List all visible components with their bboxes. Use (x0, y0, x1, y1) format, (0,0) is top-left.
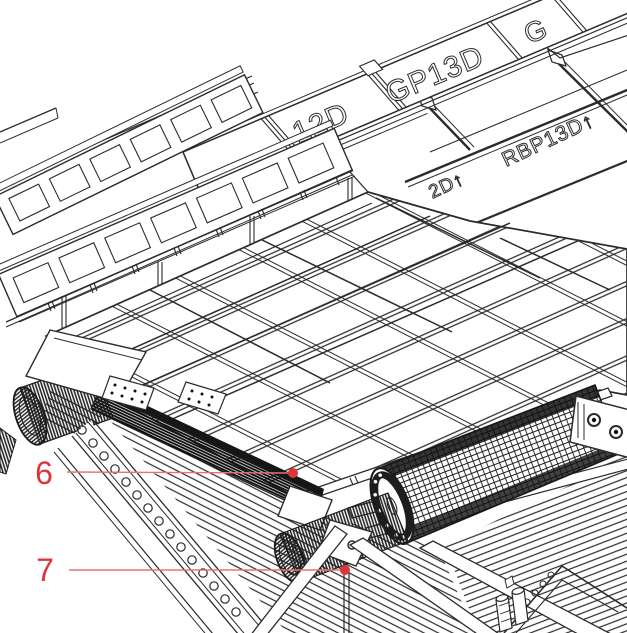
mesh-drum (369, 383, 623, 545)
panel-label-rbp13d: RBP13D↑ (498, 109, 598, 172)
chain-links (77, 425, 241, 617)
callout-6-dot (288, 468, 298, 478)
auger-beam-top (99, 384, 324, 497)
bearing-block (569, 395, 627, 458)
perforated-plate-2 (177, 381, 227, 415)
upper-truss-band (0, 65, 264, 236)
undercarriage (0, 329, 627, 633)
floor-hatch-right (445, 458, 627, 633)
callout-7-dot (340, 565, 350, 575)
callout-6-leader (66, 471, 289, 474)
callout-6-label: 6 (35, 455, 53, 491)
left-edge-roller (0, 427, 17, 475)
vertical-rod (343, 572, 350, 633)
panel-label-2d: 2D↑ (426, 169, 468, 204)
hinge-tick-band (5, 169, 353, 328)
callout-7-label: 7 (36, 552, 54, 588)
strut-down-right (348, 537, 499, 633)
strut-down-left (251, 525, 348, 633)
long-arm (418, 540, 611, 633)
bolt-fittings (495, 575, 529, 633)
lower-truss-band (0, 119, 356, 323)
callouts: 6 7 (35, 455, 350, 588)
perforated-plate-1 (101, 375, 155, 411)
floor-hatch-left (103, 412, 475, 633)
left-roller-cap (12, 386, 48, 446)
chain-band (53, 418, 265, 633)
